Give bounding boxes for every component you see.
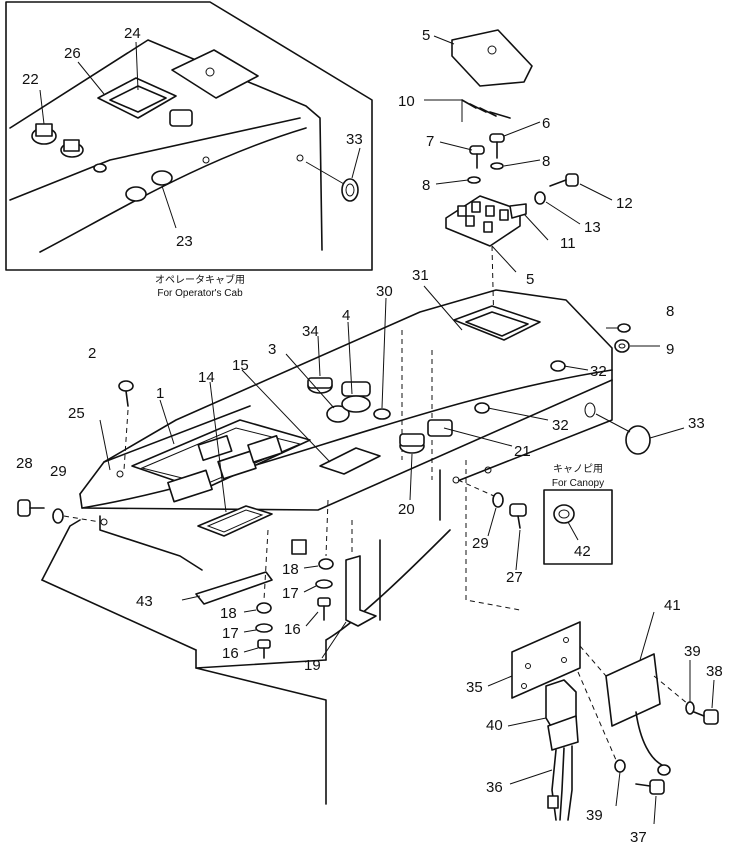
leader-lines — [99, 285, 715, 825]
label-part-13: 13 — [584, 219, 601, 236]
label-part-25: 25 — [68, 405, 85, 422]
label-part-39-a: 39 — [684, 643, 701, 660]
label-part-12: 12 — [616, 195, 633, 212]
label-part-40: 40 — [486, 717, 503, 734]
inset-canopy — [543, 489, 613, 565]
label-part-15: 15 — [232, 357, 249, 374]
label-part-7: 7 — [426, 133, 434, 150]
label-part-27: 27 — [506, 569, 523, 586]
label-part-5-top: 5 — [422, 27, 430, 44]
label-part-5-base: 5 — [526, 271, 534, 288]
label-part-3: 3 — [268, 341, 276, 358]
caption-canopy-jp: キャノピ用 — [553, 463, 603, 475]
label-part-10: 10 — [398, 93, 415, 110]
label-part-29-a: 29 — [50, 463, 67, 480]
label-part-43: 43 — [136, 593, 153, 610]
label-part-28: 28 — [16, 455, 33, 472]
label-part-22: 22 — [22, 71, 39, 88]
label-part-32-a: 32 — [590, 363, 607, 380]
label-part-35: 35 — [466, 679, 483, 696]
label-part-6: 6 — [542, 115, 550, 132]
label-part-17-b: 17 — [282, 585, 299, 602]
label-part-8-c: 8 — [666, 303, 674, 320]
label-part-4: 4 — [342, 307, 350, 324]
main-panel — [41, 289, 613, 805]
label-part-30: 30 — [376, 283, 393, 300]
label-part-36: 36 — [486, 779, 503, 796]
label-part-34: 34 — [302, 323, 319, 340]
fuse-box-assembly — [424, 29, 613, 331]
label-part-9: 9 — [666, 341, 674, 358]
label-part-21: 21 — [514, 443, 531, 460]
inset-operator-cab — [5, 1, 373, 271]
label-part-29-b: 29 — [472, 535, 489, 552]
label-part-16-b: 16 — [284, 621, 301, 638]
label-part-39-b: 39 — [586, 807, 603, 824]
label-part-24: 24 — [124, 25, 141, 42]
caption-canopy-en: For Canopy — [552, 478, 604, 489]
label-part-41: 41 — [664, 597, 681, 614]
controller-bracket — [511, 621, 719, 821]
label-part-33-inset: 33 — [346, 131, 363, 148]
label-part-32-b: 32 — [552, 417, 569, 434]
label-part-38: 38 — [706, 663, 723, 680]
label-part-8-a: 8 — [542, 153, 550, 170]
label-part-2: 2 — [88, 345, 96, 362]
label-part-26: 26 — [64, 45, 81, 62]
caption-cab-jp: オペレータキャブ用 — [155, 273, 245, 286]
label-part-23: 23 — [176, 233, 193, 250]
label-part-1: 1 — [156, 385, 164, 402]
label-part-8-b: 8 — [422, 177, 430, 194]
label-part-20: 20 — [398, 501, 415, 518]
part-labels: 1 2 3 4 5 5 6 7 8 8 8 9 10 11 12 13 14 1… — [16, 25, 723, 844]
label-part-18-b: 18 — [220, 605, 237, 622]
caption-cab-en: For Operator's Cab — [157, 288, 243, 299]
label-part-18-a: 18 — [282, 561, 299, 578]
label-part-31: 31 — [412, 267, 429, 284]
label-part-19: 19 — [304, 657, 321, 674]
label-part-33-main: 33 — [688, 415, 705, 432]
label-part-16-a: 16 — [222, 645, 239, 662]
label-part-11: 11 — [560, 235, 576, 252]
label-part-14: 14 — [198, 369, 215, 386]
fasteners — [17, 323, 651, 659]
label-part-42: 42 — [574, 543, 591, 560]
label-part-17-a: 17 — [222, 625, 239, 642]
label-part-37: 37 — [630, 829, 647, 844]
